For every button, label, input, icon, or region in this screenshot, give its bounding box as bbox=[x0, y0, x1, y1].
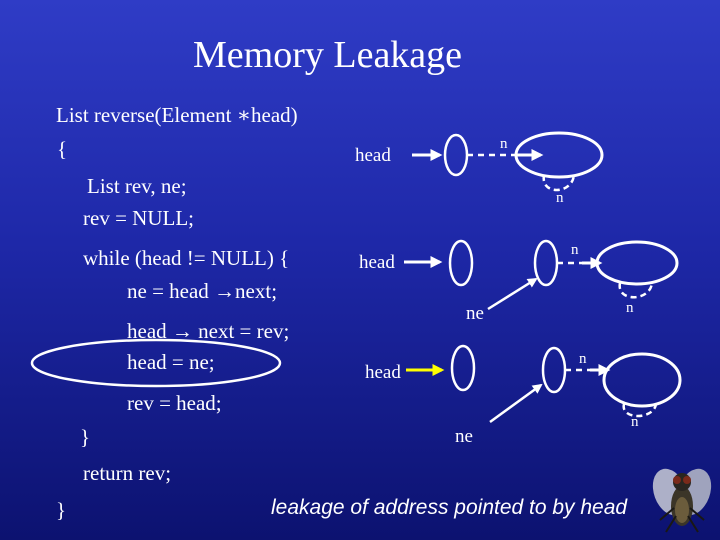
node-right bbox=[602, 352, 682, 408]
code-line-while: while (head != NULL) { bbox=[83, 246, 290, 270]
node-right bbox=[514, 131, 604, 179]
leakage-note: leakage of address pointed to by head bbox=[271, 496, 628, 519]
loop-label-row-2: n bbox=[626, 300, 634, 316]
node-middle bbox=[541, 346, 567, 394]
code-line-signature: List reverse(Element ∗head) bbox=[56, 103, 298, 127]
self-loop bbox=[618, 282, 654, 299]
diagram-row-2 bbox=[404, 239, 679, 311]
code-line-rev-assign: rev = head; bbox=[127, 391, 222, 415]
slide-title: Memory Leakage bbox=[193, 34, 463, 76]
code-line-next-assign: head → next = rev; bbox=[127, 319, 290, 343]
node-left bbox=[443, 133, 469, 177]
loop-label-row-3: n bbox=[631, 414, 639, 430]
node-right bbox=[595, 240, 679, 286]
diagram-row-3 bbox=[406, 344, 682, 424]
self-loop bbox=[542, 174, 576, 192]
ne-arrow bbox=[489, 383, 543, 424]
code-line-ne-assign: ne = head →next; bbox=[127, 279, 278, 303]
code-line-head-assign: head = ne; bbox=[127, 350, 215, 374]
ne-label-row-2: ne bbox=[466, 303, 484, 324]
head-label-row-1: head bbox=[355, 145, 391, 166]
code-line-declare: List rev, ne; bbox=[87, 174, 187, 198]
code-line-return: return rev; bbox=[83, 461, 172, 485]
code-outer-close-brace: } bbox=[56, 498, 67, 522]
head-label-row-3: head bbox=[365, 362, 401, 383]
loop-label-row-1: n bbox=[556, 190, 564, 206]
node-middle bbox=[533, 239, 559, 287]
next-label-row-2: n bbox=[571, 242, 579, 258]
node-left bbox=[450, 344, 476, 392]
self-loop bbox=[622, 403, 658, 418]
head-label-row-2: head bbox=[359, 252, 395, 273]
fly-icon bbox=[652, 468, 712, 533]
next-label-row-1: n bbox=[500, 136, 508, 152]
next-label-row-3: n bbox=[579, 351, 587, 367]
code-inner-close-brace: } bbox=[80, 425, 91, 449]
highlight-oval bbox=[30, 338, 282, 388]
code-open-brace: { bbox=[57, 137, 68, 161]
diagram-row-1 bbox=[412, 131, 604, 192]
ne-label-row-3: ne bbox=[455, 426, 473, 447]
node-left bbox=[448, 239, 474, 287]
code-line-init: rev = NULL; bbox=[83, 206, 194, 230]
ne-arrow bbox=[487, 277, 538, 311]
